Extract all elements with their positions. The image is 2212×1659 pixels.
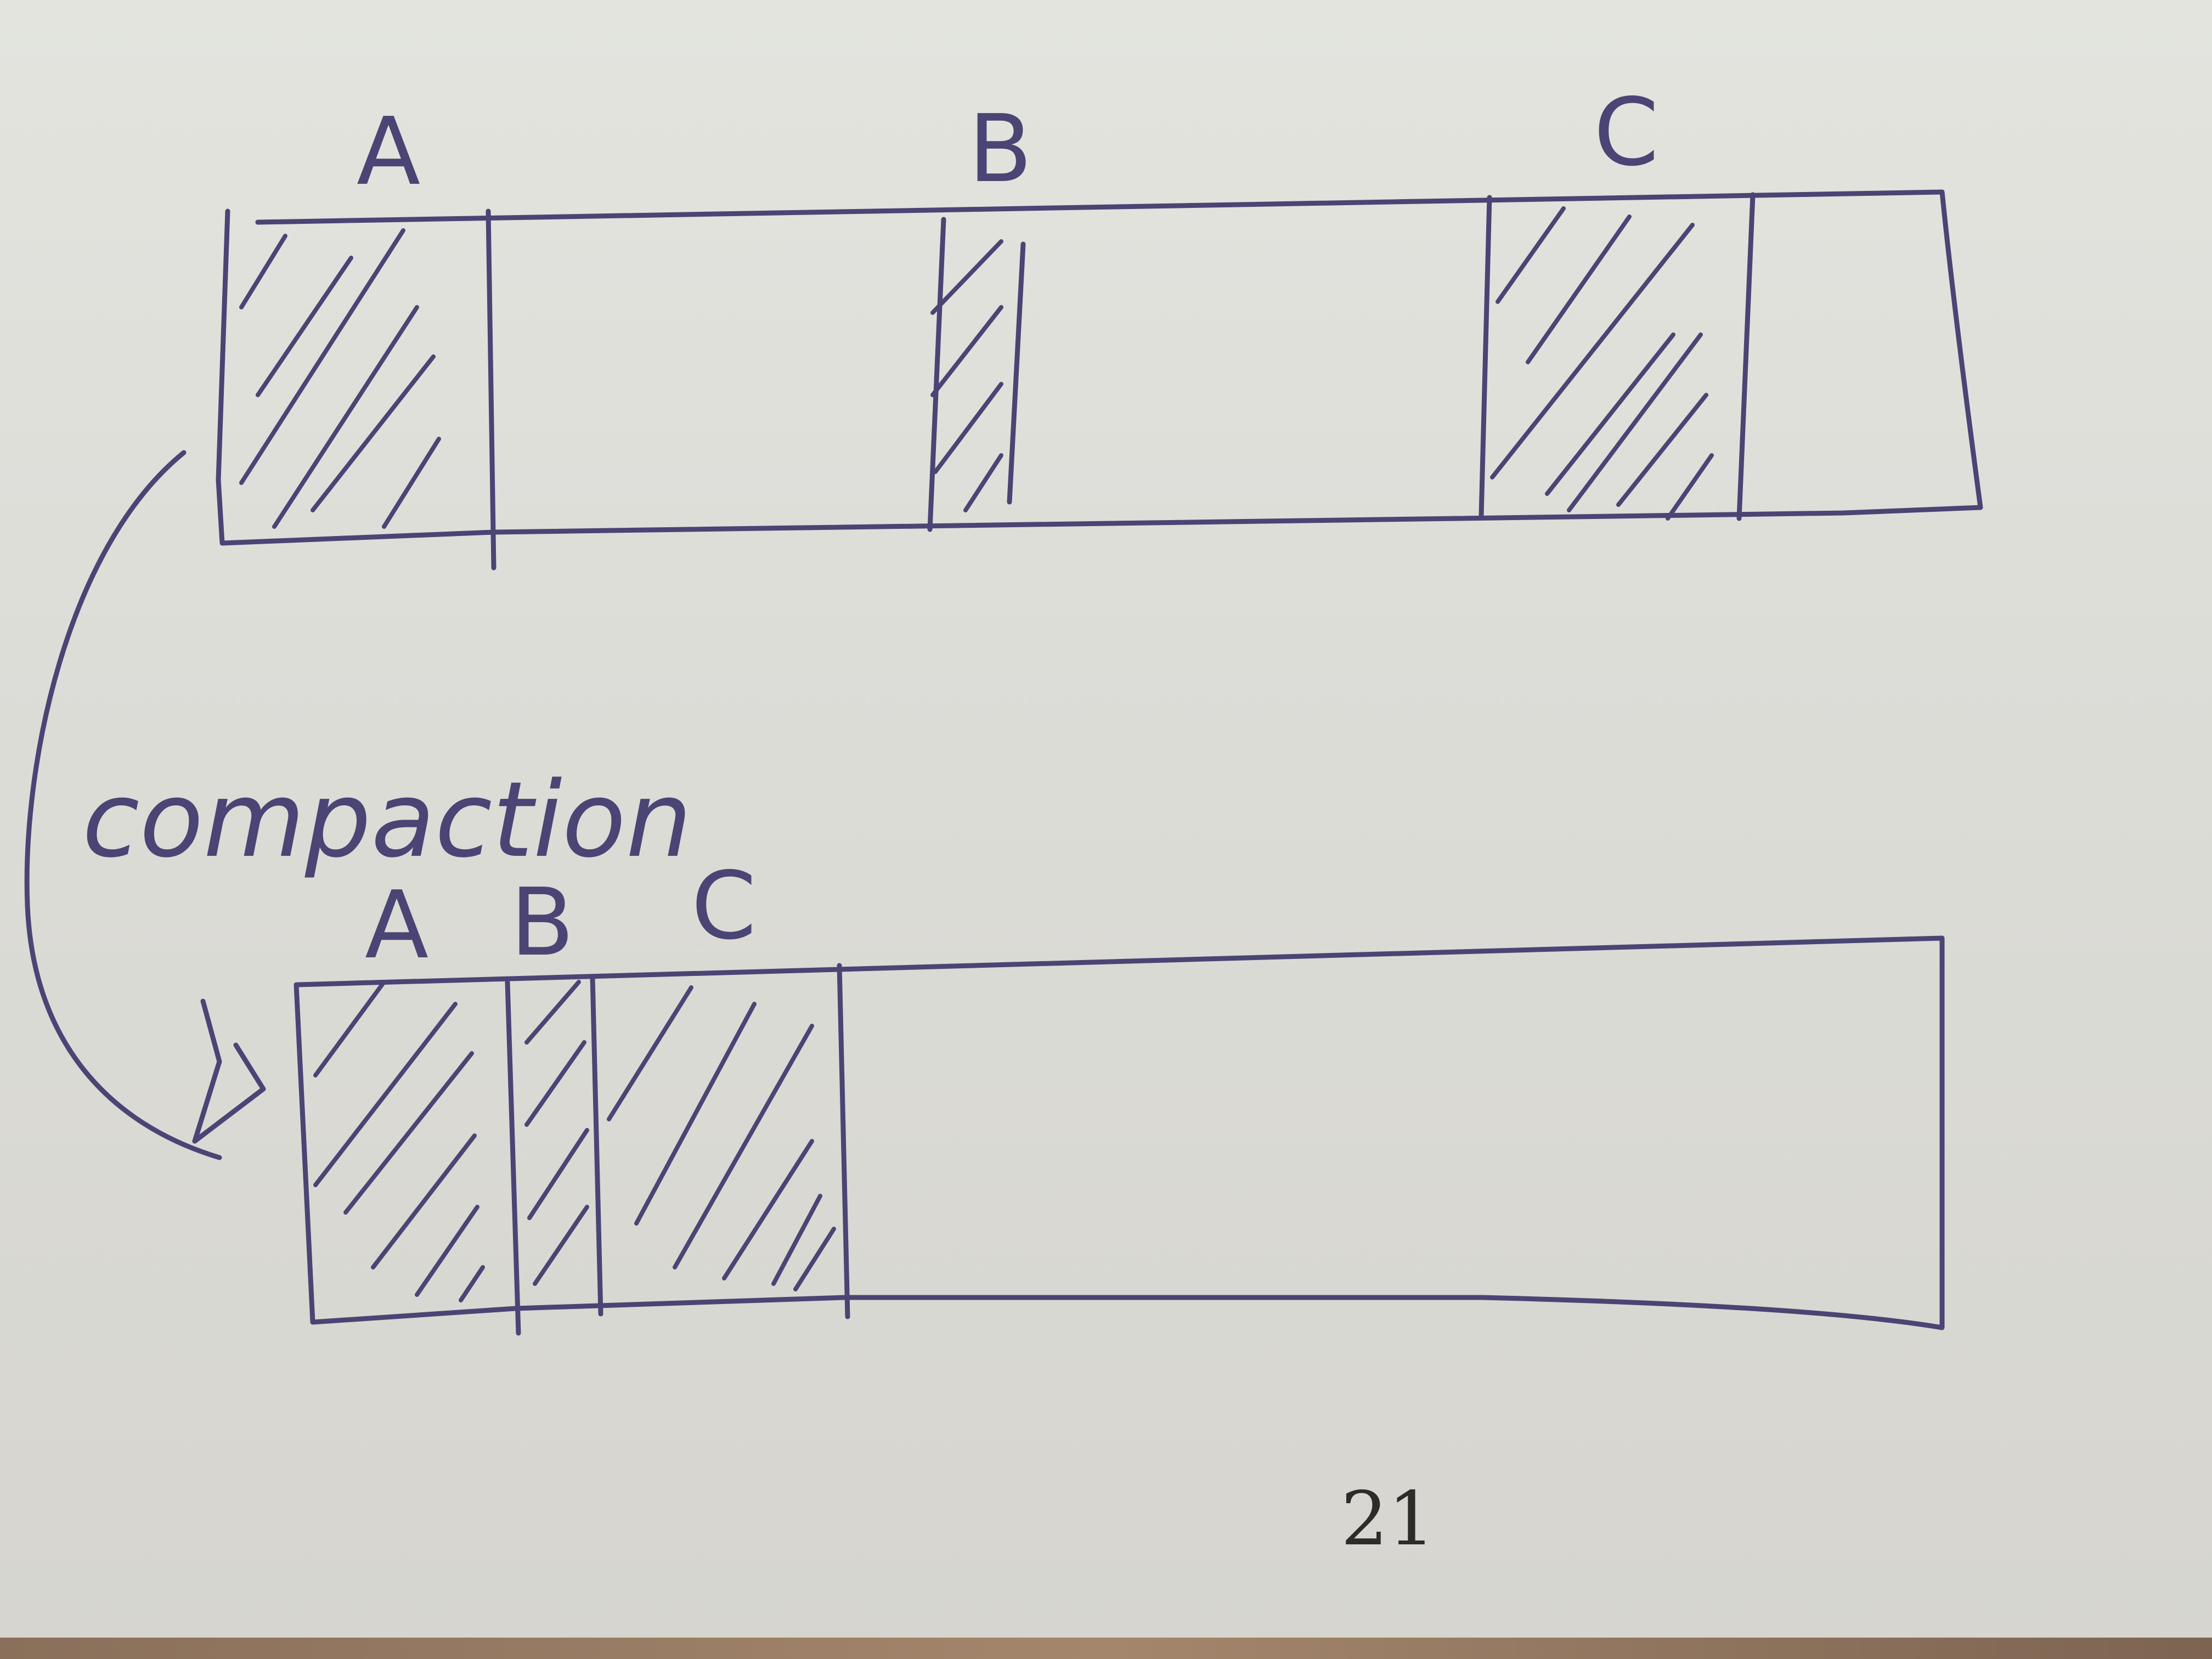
block-c-after [607, 963, 850, 1319]
block-b-right-edge [1007, 241, 1026, 505]
arrow-curve [24, 450, 222, 1160]
block-a-before-divider [486, 208, 496, 571]
label-b-after: B [510, 868, 574, 977]
compaction-arrow [24, 450, 266, 1160]
block-b-after [524, 974, 603, 1317]
label-c-after: C [691, 852, 757, 961]
label-a-before: A [357, 98, 420, 206]
arrow-head-upper [192, 998, 222, 1144]
block-b-left-edge [927, 217, 946, 532]
block-b-after-right-edge [590, 974, 603, 1317]
label-c-before: C [1594, 78, 1659, 187]
block-c-after-right-edge [837, 963, 850, 1319]
bar-after-outline [294, 935, 1945, 1330]
block-a-after-right-edge [505, 979, 521, 1336]
label-b-before: B [968, 95, 1032, 204]
projector-edge [0, 1638, 2212, 1659]
label-a-after: A [365, 871, 428, 980]
memory-bar-before [216, 189, 1983, 571]
bar-before-outline [216, 189, 1983, 546]
memory-bar-after [294, 935, 1945, 1336]
block-c-before [1479, 192, 1756, 521]
block-b-before [927, 217, 1026, 532]
block-c-right-edge [1736, 192, 1756, 521]
block-a-before [239, 208, 496, 571]
block-c-left-edge [1479, 195, 1492, 518]
block-a-after [313, 979, 521, 1336]
page-number: 21 [1341, 1476, 1435, 1562]
arrow-head-lower [192, 1042, 266, 1144]
compaction-label: compaction [82, 759, 692, 881]
